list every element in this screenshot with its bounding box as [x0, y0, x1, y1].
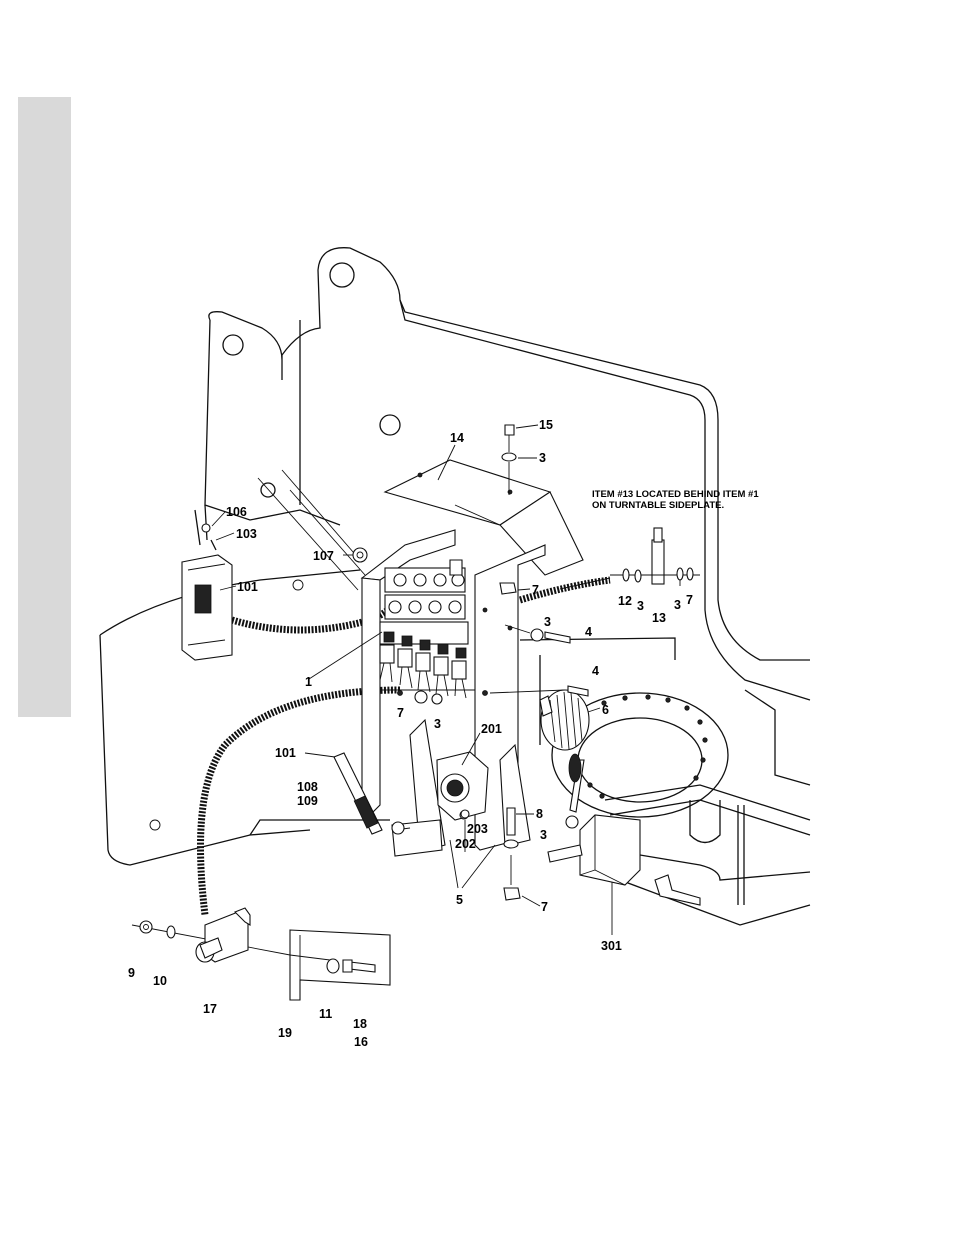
callout-5: 5 — [456, 893, 463, 907]
callout-3: 3 — [637, 599, 644, 613]
callout-101-lower: 101 — [275, 746, 296, 760]
lower-exploded-parts — [132, 908, 390, 1000]
callout-7: 7 — [532, 583, 539, 597]
callout-13: 13 — [652, 611, 666, 625]
callout-201: 201 — [481, 722, 502, 736]
callout-106: 106 — [226, 505, 247, 519]
switch-assembly-101-upper — [182, 505, 232, 660]
turntable-bearing — [520, 638, 810, 905]
switch-201 — [437, 752, 488, 820]
callout-6: 6 — [602, 703, 609, 717]
callout-107: 107 — [313, 549, 334, 563]
callout-3: 3 — [544, 615, 551, 629]
callout-17: 17 — [203, 1002, 217, 1016]
callout-3: 3 — [539, 451, 546, 465]
callout-7: 7 — [686, 593, 693, 607]
note-line-2: ON TURNTABLE SIDEPLATE. — [592, 500, 724, 511]
callout-103: 103 — [236, 527, 257, 541]
callout-109: 109 — [297, 794, 318, 808]
callout-18: 18 — [353, 1017, 367, 1031]
callout-202: 202 — [455, 837, 476, 851]
callout-108: 108 — [297, 780, 318, 794]
callout-7: 7 — [541, 900, 548, 914]
callout-8: 8 — [536, 807, 543, 821]
valve-301 — [548, 754, 640, 885]
callout-101-upper: 101 — [237, 580, 258, 594]
callout-9: 9 — [128, 966, 135, 980]
control-valve-bank — [380, 560, 468, 698]
callout-4: 4 — [585, 625, 592, 639]
note-line-1: ITEM #13 LOCATED BEHIND ITEM #1 — [592, 489, 759, 500]
callout-301: 301 — [601, 939, 622, 953]
callout-7: 7 — [397, 706, 404, 720]
callout-19: 19 — [278, 1026, 292, 1040]
callout-12: 12 — [618, 594, 632, 608]
callout-16: 16 — [354, 1035, 368, 1049]
callout-203: 203 — [467, 822, 488, 836]
callout-14: 14 — [450, 431, 464, 445]
callout-1: 1 — [305, 675, 312, 689]
callout-3: 3 — [540, 828, 547, 842]
pin-13 — [610, 528, 700, 584]
callout-3: 3 — [434, 717, 441, 731]
callout-4: 4 — [592, 664, 599, 678]
callout-3: 3 — [674, 598, 681, 612]
callout-11: 11 — [319, 1007, 332, 1021]
callout-10: 10 — [153, 974, 167, 988]
horn-6 — [540, 690, 589, 750]
callout-15: 15 — [539, 418, 553, 432]
